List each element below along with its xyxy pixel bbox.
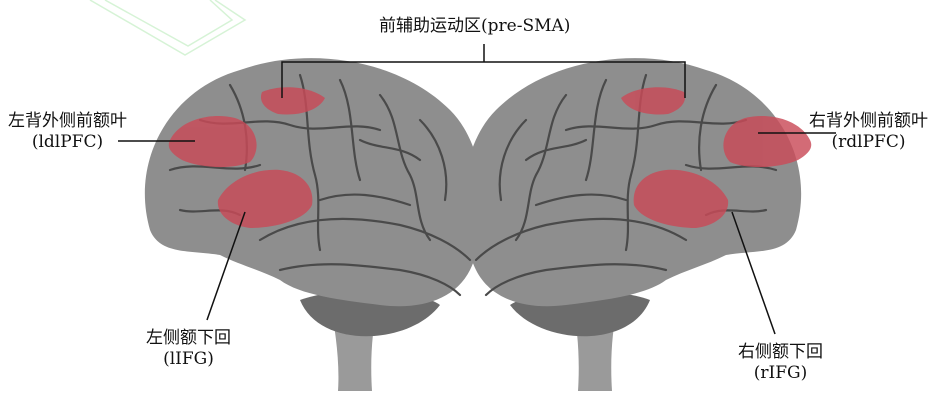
presma-label-text: 前辅助运动区(pre-SMA) bbox=[379, 16, 570, 37]
lifg-label: 左侧额下回 (lIFG) bbox=[146, 328, 231, 370]
lifg-abbr: (lIFG) bbox=[146, 349, 231, 370]
presma-label: 前辅助运动区(pre-SMA) bbox=[379, 16, 570, 37]
ldlpfc-name: 左背外侧前额叶 bbox=[8, 111, 127, 132]
right-dlpfc-region bbox=[723, 116, 811, 167]
rdlpfc-name: 右背外侧前额叶 bbox=[809, 111, 928, 132]
lifg-name: 左侧额下回 bbox=[146, 328, 231, 349]
watermark bbox=[90, 0, 245, 55]
rdlpfc-label: 右背外侧前额叶 (rdlPFC) bbox=[809, 111, 928, 153]
rifg-abbr: (rIFG) bbox=[738, 363, 823, 384]
rdlpfc-abbr: (rdlPFC) bbox=[809, 132, 928, 153]
rifg-name: 右侧额下回 bbox=[738, 342, 823, 363]
rifg-label: 右侧额下回 (rIFG) bbox=[738, 342, 823, 384]
ldlpfc-label: 左背外侧前额叶 (ldlPFC) bbox=[8, 111, 127, 153]
ldlpfc-abbr: (ldlPFC) bbox=[8, 132, 127, 153]
